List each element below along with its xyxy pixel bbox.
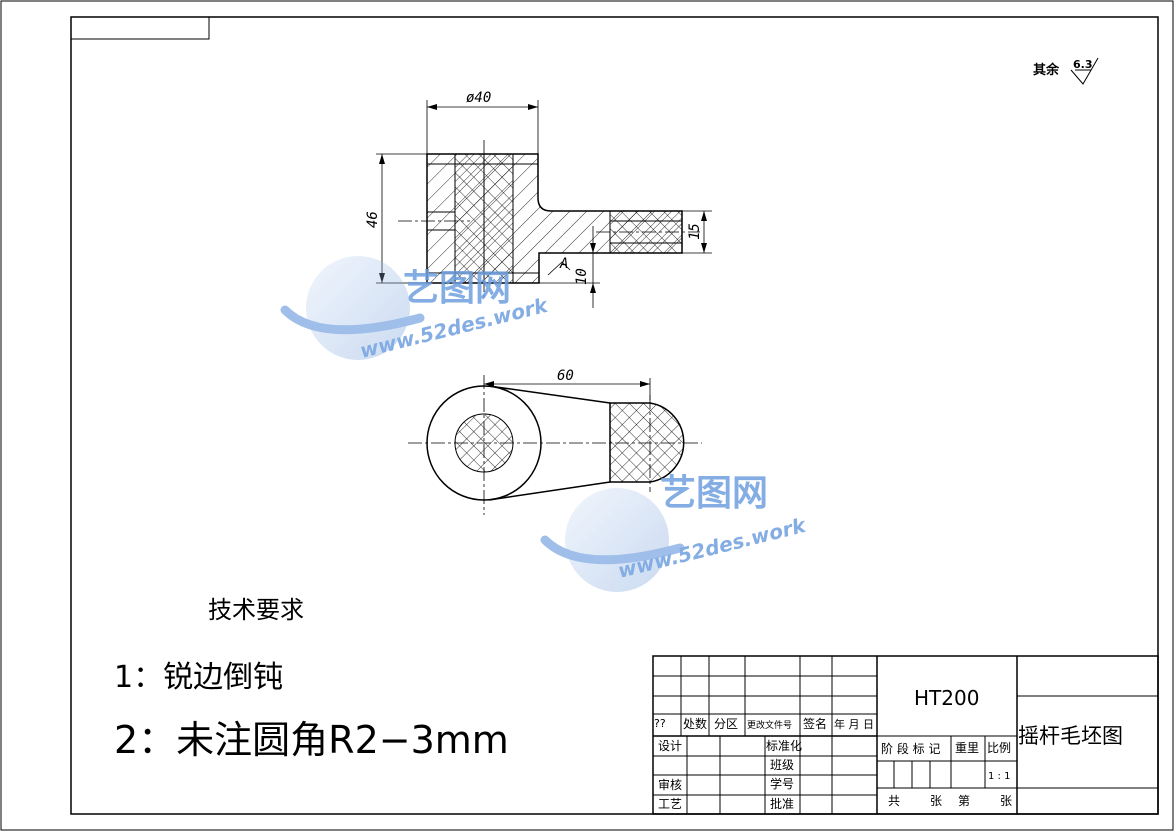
- rev-col-5: 年 月 日: [834, 717, 874, 731]
- row-class: 班级: [770, 758, 794, 772]
- row-standard: 标准化: [766, 739, 802, 753]
- dim-center-distance: 60: [557, 368, 574, 384]
- rev-col-0: ??: [654, 717, 666, 730]
- row-design: 设计: [658, 739, 682, 753]
- title-block: [652, 655, 1159, 815]
- tech-item-1: 1：锐边倒钝: [114, 660, 283, 695]
- section-label: A: [559, 256, 568, 272]
- row-review: 审核: [658, 777, 682, 792]
- weight-header: 重里: [955, 741, 979, 755]
- row-student-id: 学号: [770, 776, 794, 791]
- top-view: 60: [408, 368, 702, 515]
- globe-icon: [565, 488, 669, 592]
- roughness-value: 6.3: [1073, 58, 1093, 71]
- rev-col-3: 更改文件号: [747, 719, 792, 731]
- tech-item-2: 2：未注圆角R2−3mm: [114, 718, 509, 762]
- sheet-unit-1: 张: [930, 794, 942, 808]
- corner-box: [70, 16, 210, 40]
- dim-rib: 10: [574, 268, 590, 285]
- arm-end-section: [609, 402, 685, 483]
- watermark-logo-text: 艺图网: [660, 473, 768, 514]
- rev-col-4: 签名: [803, 716, 827, 731]
- scale-header: 比例: [987, 741, 1011, 755]
- roughness-note: 其余 6.3: [1033, 57, 1099, 85]
- row-process: 工艺: [658, 797, 682, 811]
- tech-title: 技术要求: [208, 596, 304, 624]
- row-approve: 批准: [770, 796, 794, 811]
- watermark-2: 艺图网 www.52des.work: [540, 473, 809, 592]
- dim-diameter: ø40: [466, 90, 491, 106]
- inner-frame: [70, 16, 1159, 815]
- roughness-symbol-icon: [1070, 57, 1099, 85]
- material: HT200: [914, 686, 979, 710]
- watermark-logo-text: 艺图网: [403, 268, 511, 309]
- scale-value: 1 : 1: [988, 771, 1010, 782]
- tech-requirements: 技术要求 1：锐边倒钝 2：未注圆角R2−3mm: [114, 596, 509, 762]
- stage-header: 阶 段 标 记: [881, 741, 940, 756]
- title-block-text: ?? 处数 分区 更改文件号 签名 年 月 日 设计 审核 工艺 标准化 班级 …: [654, 686, 1123, 811]
- drawing-name: 摇杆毛坯图: [1018, 724, 1123, 748]
- rev-col-2: 分区: [714, 717, 738, 731]
- rev-col-1: 处数: [683, 716, 707, 731]
- dim-height: 46: [365, 211, 381, 228]
- globe-icon: [306, 256, 410, 360]
- roughness-prefix: 其余: [1033, 62, 1060, 78]
- sheet-unit-2: 张: [1000, 794, 1012, 808]
- front-section-view: ø40 46 15 10 A: [365, 90, 712, 308]
- sheet-total-label: 共: [888, 794, 900, 808]
- sheet-number-label: 第: [958, 794, 970, 808]
- dim-arm-thickness: 15: [687, 223, 703, 240]
